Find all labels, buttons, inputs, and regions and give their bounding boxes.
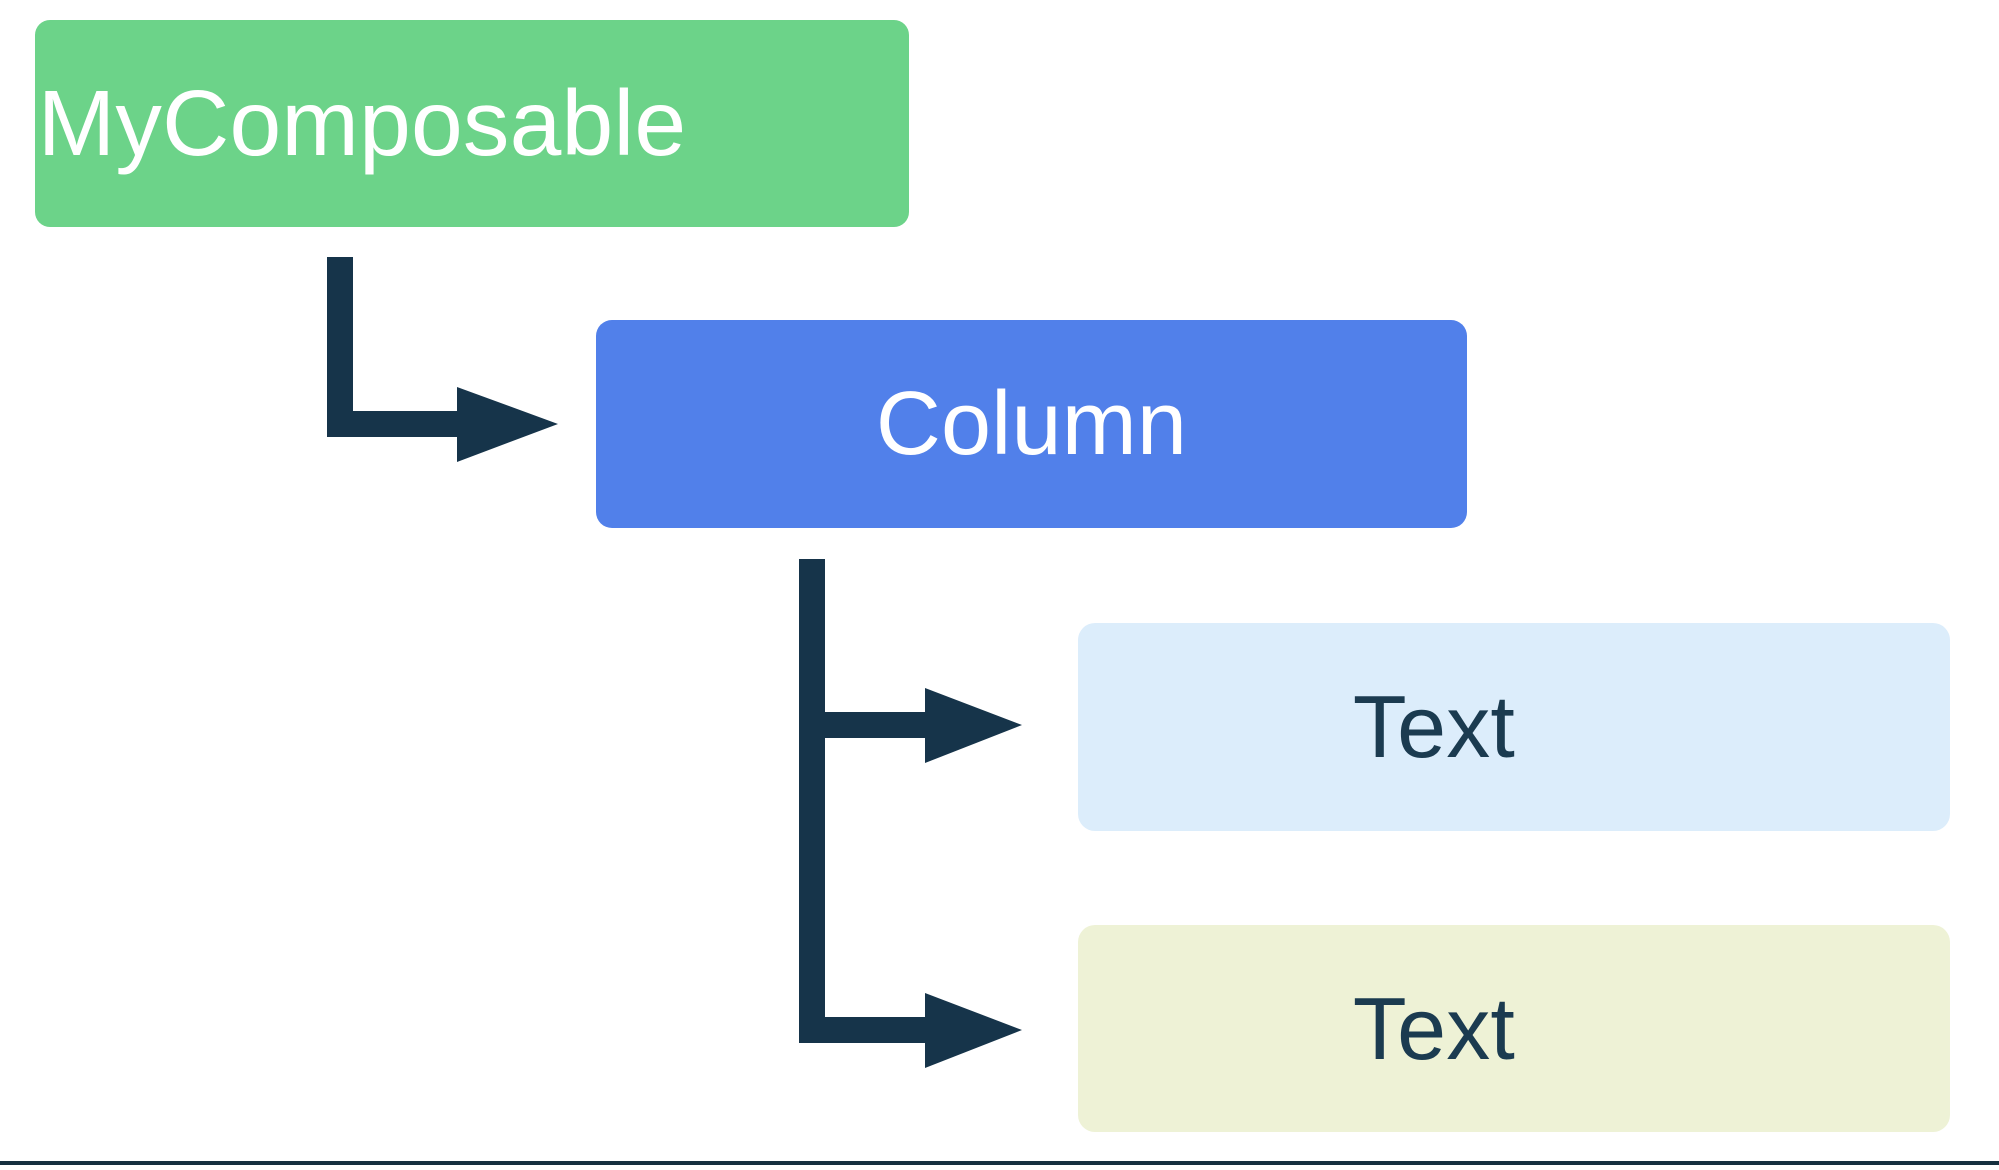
node-text-primary-label: Text xyxy=(1352,677,1516,776)
arrowhead-icon xyxy=(925,993,1022,1068)
arrowhead-icon xyxy=(925,688,1022,763)
arrowhead-icon xyxy=(457,387,558,462)
bottom-divider xyxy=(0,1161,1999,1165)
edge-column-to-text-1 xyxy=(799,559,1022,763)
node-my-composable[interactable]: MyComposable xyxy=(35,20,909,227)
node-column[interactable]: Column xyxy=(596,320,1467,528)
node-text-primary[interactable]: Text xyxy=(1078,623,1950,831)
node-text-secondary[interactable]: Text xyxy=(1078,925,1950,1132)
node-text-secondary-label: Text xyxy=(1352,978,1516,1078)
edge-root-to-column xyxy=(327,257,558,462)
node-column-label: Column xyxy=(875,374,1188,474)
edge-column-to-text-2 xyxy=(799,725,1022,1068)
node-my-composable-label: MyComposable xyxy=(37,71,687,175)
